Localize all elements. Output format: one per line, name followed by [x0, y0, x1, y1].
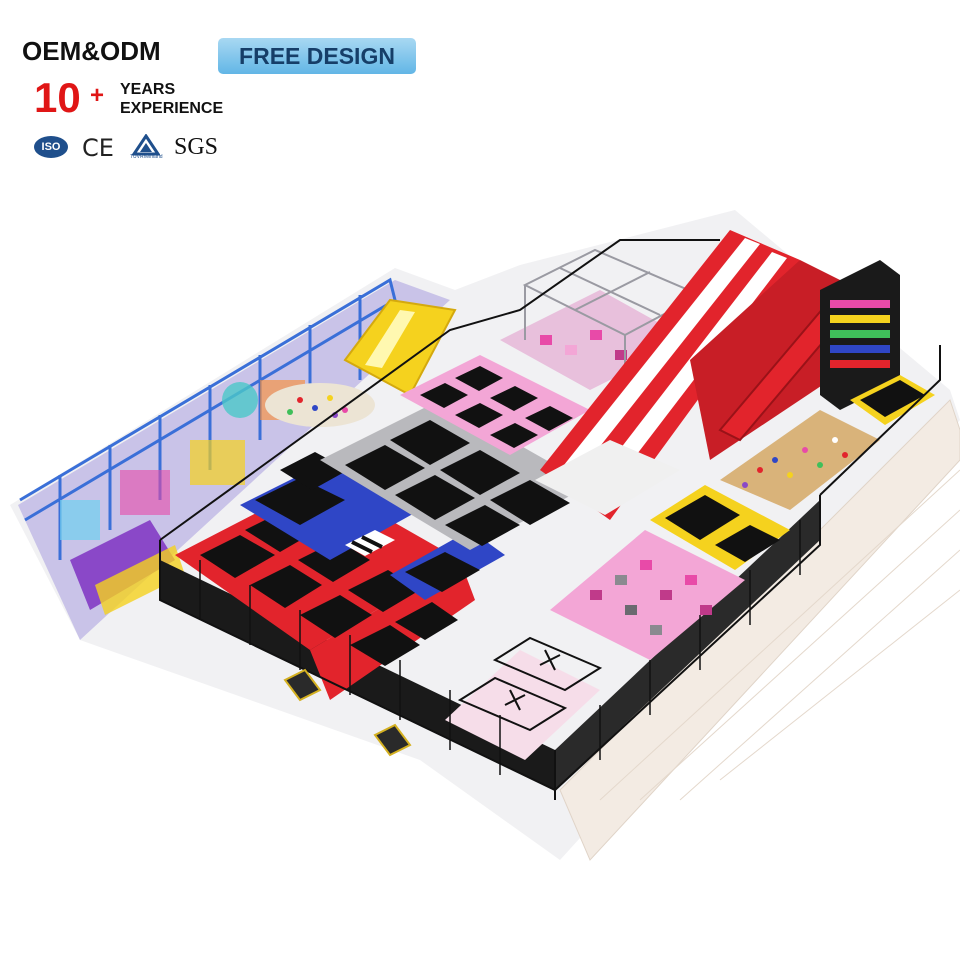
red-zone-beds: [200, 510, 458, 666]
giant-slide-lane-2: [590, 252, 787, 496]
competition-trampoline-zone: [445, 650, 600, 760]
pink-trampoline-zone: [400, 355, 590, 455]
competition-trampoline-marks: [457, 636, 603, 732]
platform-right-wall: [555, 500, 820, 790]
ninja-course-foam: [540, 330, 627, 360]
yellow-slide: [343, 298, 457, 397]
entrance-steps: [283, 668, 412, 757]
ball-pit-left: [265, 383, 375, 427]
slide-landing: [535, 440, 680, 515]
years-experience-label: YEARS EXPERIENCE: [120, 80, 223, 118]
foam-pit: [550, 530, 745, 660]
free-design-badge: FREE DESIGN: [218, 38, 416, 74]
years-line-2: EXPERIENCE: [120, 100, 224, 117]
giant-slide-lane-1: [560, 238, 760, 478]
ball-pit-main: [720, 410, 880, 510]
tuv-triangle-icon: [132, 134, 160, 156]
years-line-1: YEARS: [120, 81, 176, 98]
yellow-trampoline-right-bed: [860, 380, 925, 417]
gray-zone-beds: [345, 420, 570, 546]
foam-cubes: [590, 560, 712, 635]
slide-tower: [690, 260, 860, 460]
sgs-logo: SGS: [174, 134, 219, 160]
soft-play-frame: [19, 277, 397, 560]
years-plus: +: [90, 82, 105, 109]
yellow-trampoline-bed-1: [665, 495, 740, 540]
ball-pit-main-balls: [742, 437, 848, 488]
climbing-tower-colors: [830, 300, 890, 368]
yellow-slide-lane: [365, 310, 415, 368]
pink-zone-beds: [420, 366, 573, 448]
fence-posts: [199, 520, 801, 775]
striped-foam-block: [345, 530, 395, 556]
safety-fence: [159, 239, 941, 800]
oem-odm-label: OEM&ODM: [22, 36, 161, 66]
yellow-trampoline-bed-2: [715, 525, 780, 562]
iso-logo: ISO: [34, 136, 68, 158]
tile-grid: [599, 469, 960, 801]
ce-logo: CE: [82, 134, 114, 162]
tuv-logo-text: TÜVRheinland: [130, 154, 163, 160]
years-number: 10: [34, 74, 81, 121]
